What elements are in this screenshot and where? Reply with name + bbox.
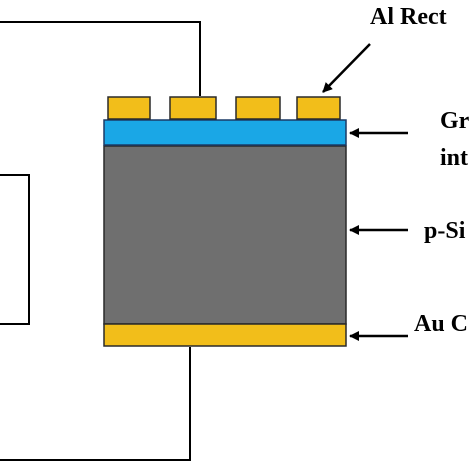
interlayer: [103, 119, 347, 146]
al-contact-3: [235, 96, 281, 120]
wire-top: [0, 21, 201, 96]
label-al-contacts: Al Rect: [370, 4, 447, 30]
label-interlayer-line2: int: [440, 145, 468, 171]
arrow-al-contacts: [322, 43, 371, 93]
al-contact-2: [169, 96, 217, 120]
al-contact-1: [107, 96, 151, 120]
measurement-box: [0, 174, 30, 325]
label-p-si: p-Si: [424, 218, 466, 244]
al-contact-4: [296, 96, 341, 120]
wire-bottom: [0, 347, 191, 461]
label-interlayer-line1: Gr: [440, 108, 470, 134]
p-si-substrate: [103, 145, 347, 325]
au-back-contact: [103, 323, 347, 347]
label-au-contact: Au C: [414, 311, 468, 337]
